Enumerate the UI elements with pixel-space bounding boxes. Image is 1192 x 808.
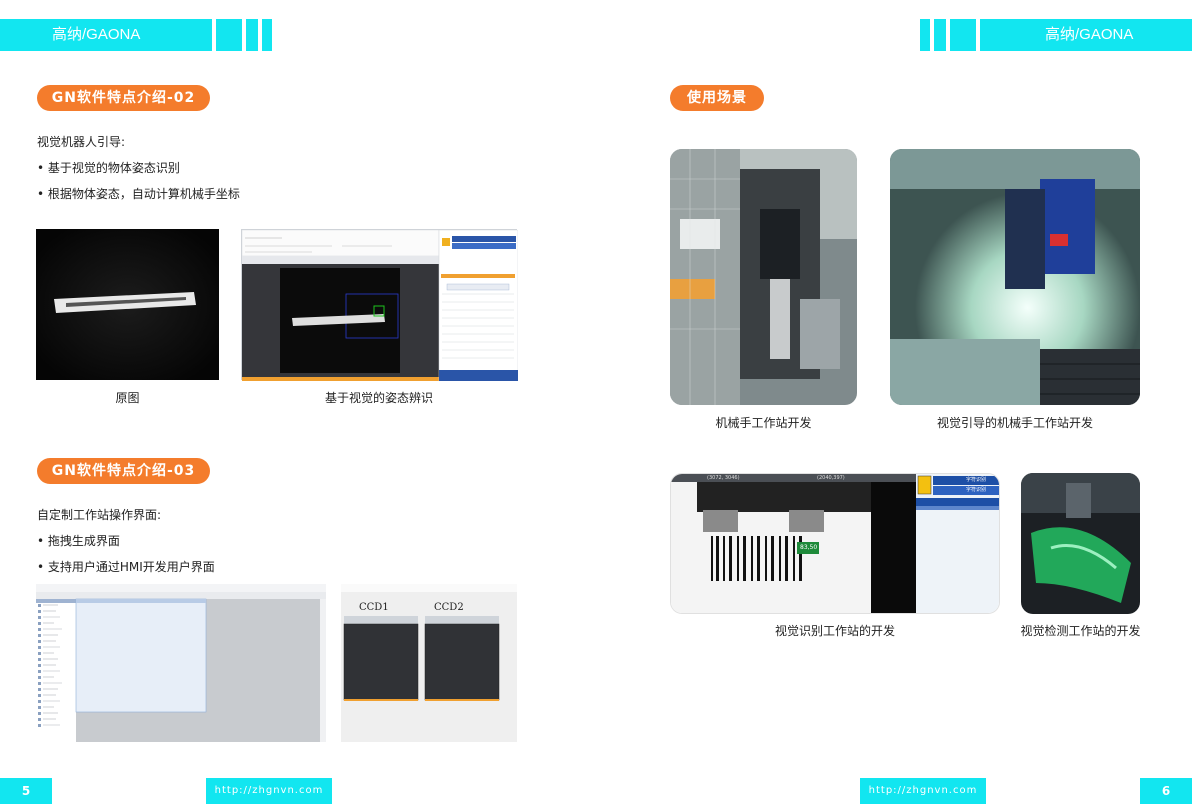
hmi-side-sub: 字符识别 — [966, 487, 987, 493]
section-title-usage: 使用场景 — [670, 85, 764, 111]
recognition-hmi-figure — [671, 474, 999, 613]
vision-inspection-illustration — [1021, 473, 1140, 614]
header-stripe — [950, 19, 976, 51]
page-number-left: 5 — [0, 778, 52, 804]
brand-right: 高纳/GAONA — [1045, 26, 1134, 43]
section-title-02: GN软件特点介绍-02 — [37, 85, 210, 111]
robot-workstation-illustration — [670, 149, 857, 405]
coord-readout-1: (3072, 3046) — [707, 475, 740, 481]
section2-bullet-1: • 拖拽生成界面 — [37, 534, 120, 548]
header-bar-left — [0, 19, 212, 51]
photo-vision-inspection — [1021, 473, 1140, 614]
section2-bullet-2: • 支持用户通过HMI开发用户界面 — [37, 560, 215, 574]
page-number-right: 6 — [1140, 778, 1192, 804]
section1-bullet-1: • 基于视觉的物体姿态识别 — [37, 161, 180, 175]
ccd1-label: CCD1 — [359, 602, 389, 613]
footer-url-right[interactable]: http://zhgnvn.com — [860, 778, 986, 804]
hmi-designer-figure — [36, 584, 326, 742]
original-image — [36, 229, 219, 380]
footer-url-left[interactable]: http://zhgnvn.com — [206, 778, 332, 804]
ccd-window-screenshot: CCD1 CCD2 — [341, 584, 517, 742]
header-stripe — [920, 19, 930, 51]
caption-vision-guided-robot: 视觉引导的机械手工作站开发 — [936, 416, 1093, 430]
caption-vision-recognition: 视觉识别工作站的开发 — [774, 624, 895, 638]
section1-bullet-2: • 根据物体姿态，自动计算机械手坐标 — [37, 187, 240, 201]
ccd2-label: CCD2 — [434, 602, 464, 613]
section-title-03: GN软件特点介绍-03 — [37, 458, 210, 484]
hmi-designer-screenshot — [36, 584, 326, 742]
vision-recognition-hmi: (3072, 3046) (2040,397) 字符识别 字符识别 83,50 — [670, 473, 1000, 614]
caption-original: 原图 — [115, 391, 140, 405]
header-stripe — [246, 19, 258, 51]
header-stripe — [262, 19, 272, 51]
brand-left: 高纳/GAONA — [52, 26, 141, 43]
software-ui-figure — [241, 229, 519, 382]
section2-intro: 自定制工作站操作界面: — [37, 508, 162, 522]
header-stripe — [216, 19, 242, 51]
part-bar-figure — [36, 229, 219, 380]
photo-robot-workstation — [670, 149, 857, 405]
hmi-side-title: 字符识别 — [966, 477, 987, 483]
coord-readout-2: (2040,397) — [817, 475, 845, 481]
ccd-views-figure — [341, 584, 517, 701]
section1-intro: 视觉机器人引导: — [37, 135, 126, 149]
pose-software-screenshot — [241, 229, 519, 382]
header-stripe — [934, 19, 946, 51]
caption-vision-inspection: 视觉检测工作站的开发 — [1020, 624, 1141, 638]
photo-vision-guided-robot — [890, 149, 1140, 405]
caption-robot-workstation: 机械手工作站开发 — [715, 416, 812, 430]
hmi-reading: 83,50 — [800, 544, 818, 551]
caption-pose-recognition: 基于视觉的姿态辨识 — [324, 391, 433, 405]
header-bar-right — [980, 19, 1192, 51]
vision-guided-robot-illustration — [890, 149, 1140, 405]
